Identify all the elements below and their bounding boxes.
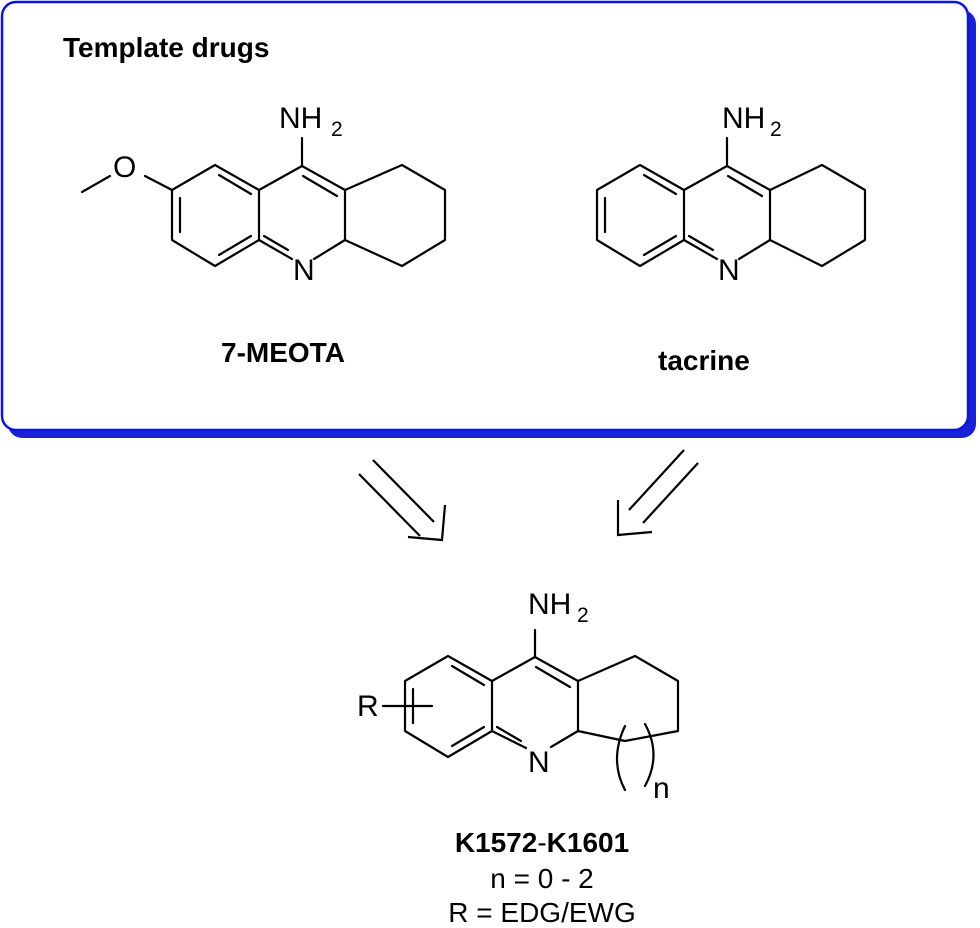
product-code-separator: -	[537, 827, 546, 858]
product-caption: K1572-K1601 n = 0 - 2 R = EDG/EWG	[448, 827, 635, 928]
meota-name-label: 7-MEOTA	[221, 337, 345, 368]
meota-cyclohexane-ring	[343, 163, 447, 268]
tacrine-amine-subscript: 2	[770, 118, 782, 141]
molecule-product-scaffold: N NH 2 R n	[357, 588, 680, 805]
product-amine-subscript: 2	[577, 604, 589, 627]
template-drugs-panel: Template drugs	[0, 0, 976, 438]
right-open-arrow	[616, 449, 699, 537]
panel-heading: Template drugs	[63, 32, 269, 63]
product-bracket-right	[643, 722, 655, 788]
product-n-repeat-label: n	[653, 772, 670, 805]
product-r-definition: R = EDG/EWG	[448, 897, 635, 928]
product-n-range: n = 0 - 2	[490, 863, 594, 894]
product-amine-label: NH	[528, 588, 571, 621]
tacrine-name-label: tacrine	[658, 345, 750, 376]
meota-oxygen-label: O	[113, 151, 136, 184]
meota-benzene-inner-bonds	[178, 173, 253, 257]
meota-pyridine-inner-bonds	[262, 174, 339, 252]
meota-ring-nitrogen-label: N	[293, 254, 315, 287]
tacrine-benzene-inner-bonds	[603, 173, 678, 257]
product-pyridine-inner-bonds	[495, 665, 572, 743]
tacrine-cyclohexane-ring	[768, 163, 867, 268]
tacrine-ring-nitrogen-label: N	[718, 254, 740, 287]
product-carbocycle	[576, 654, 680, 743]
tacrine-pyridine-inner-bonds	[687, 174, 764, 252]
meota-amine-label: NH	[279, 102, 322, 135]
tacrine-amine-label: NH	[722, 102, 765, 135]
product-bracket-left	[615, 724, 627, 792]
molecule-7-meota: O N NH 2 7-MEOTA	[80, 102, 447, 368]
product-r-group-label: R	[357, 690, 379, 723]
product-ring-nitrogen-label: N	[528, 746, 550, 779]
meota-amine-subscript: 2	[331, 118, 343, 141]
product-code-end: K1601	[547, 827, 630, 858]
product-code-range: K1572-K1601	[455, 827, 629, 858]
molecule-tacrine: N NH 2 tacrine	[595, 102, 867, 376]
meota-methoxy-bonds	[80, 174, 174, 194]
panel-frame	[0, 0, 970, 432]
product-code-start: K1572	[455, 827, 538, 858]
product-pyridine-ring	[490, 655, 580, 750]
left-open-arrow	[358, 459, 447, 542]
